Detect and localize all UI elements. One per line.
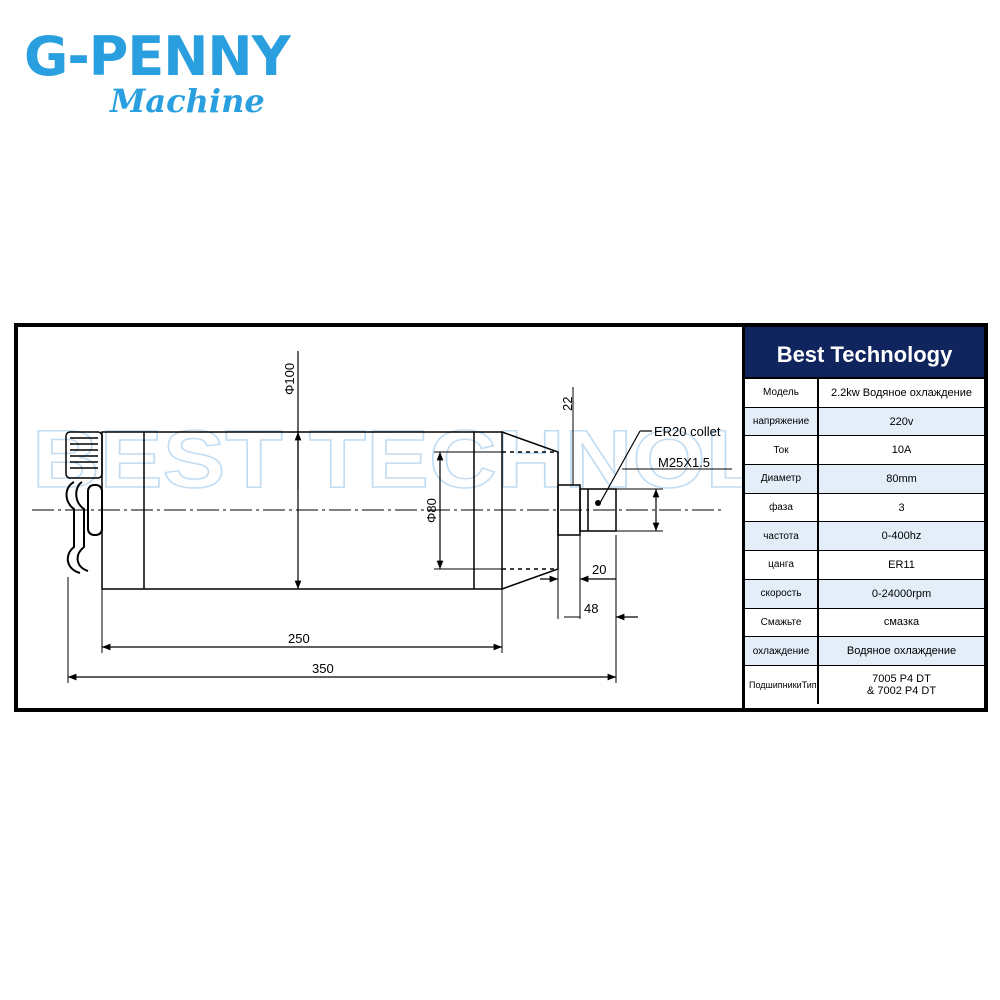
spec-value-line: 7005 P4 DT xyxy=(872,672,931,685)
spec-value: 2.2kw Водяное охлаждение xyxy=(830,386,972,399)
watermark: BEST TECHNOLOGY xyxy=(32,414,742,505)
label-thread: M25X1.5 xyxy=(658,455,710,470)
dim-dia100: Φ100 xyxy=(282,363,297,395)
spec-row-phase: фаза 3 xyxy=(745,493,984,523)
spec-row-voltage: напряжение 220v xyxy=(745,407,984,437)
spec-value: 0-400hz xyxy=(819,522,984,551)
spec-value: 220v xyxy=(819,407,984,436)
spec-value: 80mm xyxy=(819,465,984,493)
spec-key: Ток xyxy=(745,436,819,465)
dim-dia80: Φ80 xyxy=(424,498,439,523)
spec-title: Best Technology xyxy=(745,327,984,379)
spec-row-cooling: охлаждение Водяное охлаждение xyxy=(745,637,984,666)
water-fittings xyxy=(65,481,103,574)
brand-name: G-PENNY xyxy=(24,25,291,88)
cable-connector xyxy=(65,431,103,479)
spec-value: смазка xyxy=(883,616,920,629)
spec-value-line: & 7002 P4 DT xyxy=(866,684,937,697)
spec-row-model: Модель 2.2kw Водяное охлаждение xyxy=(745,379,984,408)
spec-row-lubrication: Смажьте смазка xyxy=(745,608,984,638)
spec-row-current: Ток 10A xyxy=(745,436,984,466)
dim-250: 250 xyxy=(288,631,310,646)
dim-48: 48 xyxy=(584,601,598,616)
dim-20: 20 xyxy=(592,562,606,577)
spec-row-diameter: Диаметр 80mm xyxy=(745,465,984,494)
spec-row-bearings: Подшипники Тип 7005 P4 DT & 7002 P4 DT xyxy=(745,665,984,704)
spec-value: 3 xyxy=(898,501,905,514)
spec-key: цанга xyxy=(745,551,819,579)
spec-value: Водяное охлаждение xyxy=(819,637,984,665)
spec-value: ER11 xyxy=(888,558,915,571)
spec-key: частота xyxy=(745,522,819,551)
spec-key: Модель xyxy=(745,379,819,407)
spec-row-collet: цанга ER11 xyxy=(745,551,984,580)
spec-key: Смажьте xyxy=(745,608,819,637)
spec-key: напряжение xyxy=(745,407,819,436)
spec-key: скорость xyxy=(745,579,819,608)
spec-value: 0-24000rpm xyxy=(819,579,984,608)
spec-key: Подшипники Тип xyxy=(745,665,819,704)
spec-key-line: Тип xyxy=(801,679,817,690)
spec-row-frequency: частота 0-400hz xyxy=(745,522,984,552)
spec-key: фаза xyxy=(745,493,819,522)
spindle-technical-drawing: BEST TECHNOLOGY Φ100 Φ80 22 xyxy=(31,351,742,683)
spec-row-speed: скорость 0-24000rpm xyxy=(745,579,984,609)
spec-table: Best Technology Модель 2.2kw Водяное охл… xyxy=(742,327,984,708)
label-collet: ER20 collet xyxy=(654,424,721,439)
spec-value: 7005 P4 DT & 7002 P4 DT xyxy=(819,666,984,704)
dim-22: 22 xyxy=(560,397,575,411)
spec-key: Диаметр xyxy=(745,465,819,493)
dim-350: 350 xyxy=(312,661,334,676)
spec-key: охлаждение xyxy=(745,637,819,665)
spec-key-line: Подшипники xyxy=(749,679,802,690)
brand-logo: G-PENNY Machine xyxy=(24,25,344,121)
brand-subtitle: Machine xyxy=(110,82,265,120)
spec-value: 10A xyxy=(891,444,912,457)
